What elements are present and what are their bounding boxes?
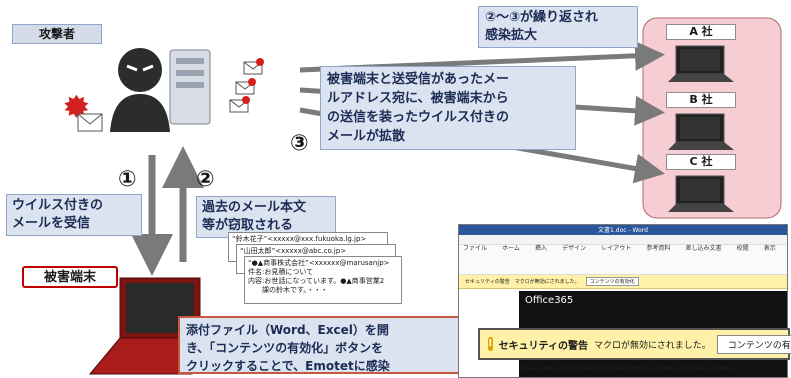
security-warning-bar-large: ! セキュリティの警告 マクロが無効にされました。 コンテンツの有効化 <box>478 328 791 360</box>
server-icon <box>169 49 211 125</box>
word-title-bar: 文書1.doc - Word <box>459 225 787 235</box>
company-c-laptop-icon <box>668 175 734 212</box>
company-a-label: A 社 <box>666 24 736 40</box>
virus-mail-icon <box>64 94 103 132</box>
word-tab-insert[interactable]: 挿入 <box>535 245 548 252</box>
step-2-number: ② <box>196 167 215 192</box>
enable-editing-instruction: To view and edit document click Enable E… <box>520 366 736 372</box>
step-3-number: ③ <box>290 131 309 156</box>
stolen-mail-card-front: “●▲商事株式会社”<xxxxxx@marusanjp> 件名:お見積について … <box>244 256 402 304</box>
word-tab-view[interactable]: 表示 <box>763 245 776 252</box>
enable-content-button[interactable]: コンテンツの有効化 <box>716 334 791 354</box>
word-security-small-text: セキュリティの警告 マクロが無効にされました。 <box>465 279 580 285</box>
spreading-mail-icons <box>229 58 264 113</box>
word-tab-layout[interactable]: レイアウト <box>601 245 632 252</box>
step-3-text: 被害端末と送受信があったメー ルアドレス宛に、被害端末から の送信を装ったウイル… <box>320 66 576 150</box>
stolen-mail-back1-text: “山田太郎”<xxxxx@abc.co.jp> <box>240 247 347 255</box>
attacker-icon <box>110 48 170 132</box>
step-1-number: ① <box>118 167 137 192</box>
word-ribbon-body <box>459 245 787 275</box>
company-a-laptop-icon <box>668 45 734 82</box>
stolen-mail-body-1: 内容:お世話になっています。●▲商事営業2 <box>248 277 385 285</box>
company-b-laptop-icon <box>668 113 734 150</box>
company-b-label: B 社 <box>666 92 736 108</box>
warning-icon: ! <box>488 337 493 351</box>
stolen-mail-subject: 件名:お見積について <box>248 268 314 276</box>
victim-label: 被害端末 <box>22 266 118 288</box>
stolen-mail-body-2: 課の鈴木です。・・・ <box>248 286 328 294</box>
attacker-label: 攻撃者 <box>12 24 102 44</box>
word-security-bar-small: セキュリティの警告 マクロが無効にされました。 コンテンツの有効化 <box>459 275 787 289</box>
step-1-text: ウイルス付きの メールを受信 <box>6 194 142 236</box>
infection-explanation-text: 添付ファイル（Word、Excel）を開 き、「コンテンツの有効化」ボタンを ク… <box>178 316 470 374</box>
word-tab-home[interactable]: ホーム <box>502 245 520 252</box>
stolen-mail-from: “●▲商事株式会社”<xxxxxx@marusanjp> <box>248 259 390 267</box>
word-tab-file[interactable]: ファイル <box>463 245 488 252</box>
security-warning-message: マクロが無効にされました。 <box>593 340 711 351</box>
word-ribbon-tabs: ファイル ホーム 挿入 デザイン レイアウト 参考資料 差し込み文書 校閲 表示 <box>459 235 787 252</box>
security-warning-title: セキュリティの警告 <box>498 340 588 352</box>
office365-label: Office365 <box>525 295 574 306</box>
repeat-spread-text: ②〜③が繰り返され 感染拡大 <box>478 6 638 48</box>
word-enable-content-small-button[interactable]: コンテンツの有効化 <box>585 277 639 286</box>
word-tab-review[interactable]: 校閲 <box>736 245 749 252</box>
word-tab-references[interactable]: 参考資料 <box>646 245 671 252</box>
word-tab-mailings[interactable]: 差し込み文書 <box>685 245 722 252</box>
stolen-mail-back2-text: “鈴木花子”<xxxxx@xxx.fukuoka.lg.jp> <box>232 235 367 243</box>
company-c-label: C 社 <box>666 154 736 170</box>
word-tab-design[interactable]: デザイン <box>562 245 587 252</box>
